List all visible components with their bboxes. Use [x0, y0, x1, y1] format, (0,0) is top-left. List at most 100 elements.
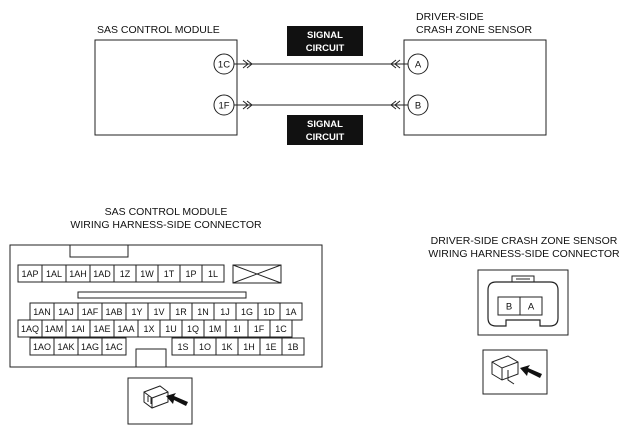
- sensor-pin-a-label: A: [528, 302, 535, 313]
- terminal-chevron-icon: [242, 59, 253, 69]
- pin-label-a: A: [415, 60, 422, 71]
- sas-pin-label: 1AE: [93, 324, 110, 334]
- sas-pin-1h: 1H: [237, 337, 261, 356]
- sas-pin-1x: 1X: [137, 319, 161, 338]
- sensor-label-line2: CRASH ZONE SENSOR: [416, 24, 533, 36]
- sas-pin-label: 1AB: [105, 307, 122, 317]
- schematic: SAS CONTROL MODULE DRIVER-SIDE CRASH ZON…: [94, 11, 547, 145]
- sas-connector-title-2: WIRING HARNESS-SIDE CONNECTOR: [70, 219, 262, 231]
- sas-pin-1aq: 1AQ: [17, 319, 43, 338]
- sas-pin-1t: 1T: [157, 264, 181, 283]
- sas-pin-label: 1Y: [131, 307, 142, 317]
- sas-pin-1ag: 1AG: [77, 337, 103, 356]
- sensor-connector-title-2: WIRING HARNESS-SIDE CONNECTOR: [428, 248, 620, 260]
- sas-pin-label: 1I: [233, 324, 241, 334]
- sas-pin-1an: 1AN: [29, 302, 55, 321]
- sas-pin-label: 1U: [165, 324, 177, 334]
- sas-pin-label: 1D: [263, 307, 275, 317]
- sas-pin-1g: 1G: [235, 302, 259, 321]
- sas-pin-label: 1AI: [71, 324, 85, 334]
- svg-text:CIRCUIT: CIRCUIT: [306, 43, 345, 54]
- sas-pin-1i: 1I: [225, 319, 249, 338]
- sas-pin-label: 1AM: [45, 324, 64, 334]
- sas-pin-1f: 1F: [247, 319, 271, 338]
- sas-connector-divider: [77, 291, 247, 299]
- sas-pin-label: 1A: [285, 307, 296, 317]
- pin-label-b: B: [415, 101, 421, 112]
- sas-pin-label: 1W: [140, 269, 154, 279]
- sas-pin-label: 1AL: [46, 269, 62, 279]
- pin-label-1c: 1C: [218, 60, 230, 71]
- sas-pin-label: 1E: [265, 342, 276, 352]
- pin-label-1f: 1F: [218, 101, 229, 112]
- sas-pin-label: 1O: [199, 342, 211, 352]
- sas-pin-label: 1R: [175, 307, 187, 317]
- sas-pin-label: 1T: [164, 269, 175, 279]
- sas-pin-1am: 1AM: [41, 319, 67, 338]
- sas-pin-1ab: 1AB: [101, 302, 127, 321]
- sas-pin-label: 1X: [143, 324, 154, 334]
- svg-text:SIGNAL: SIGNAL: [307, 119, 343, 130]
- sas-module-box: [94, 39, 238, 136]
- terminal-chevron-icon: [390, 100, 401, 110]
- sas-pin-1q: 1Q: [181, 319, 205, 338]
- sas-pin-label: 1AD: [93, 269, 111, 279]
- signal-circuit-badge-bottom: SIGNAL CIRCUIT: [287, 115, 363, 145]
- sas-pin-1n: 1N: [191, 302, 215, 321]
- sas-pin-label: 1AN: [33, 307, 51, 317]
- insertion-arrow-icon: [166, 393, 188, 406]
- sas-pin-label: 1M: [209, 324, 222, 334]
- sas-pin-1ac: 1AC: [101, 337, 127, 356]
- svg-text:SIGNAL: SIGNAL: [307, 30, 343, 41]
- sas-pin-label: 1AF: [82, 307, 99, 317]
- sas-pin-1a: 1A: [279, 302, 303, 321]
- sas-pin-1d: 1D: [257, 302, 281, 321]
- sas-pin-label: 1Q: [187, 324, 199, 334]
- sensor-label-line1: DRIVER-SIDE: [416, 11, 484, 23]
- blank-pin-cross-icon: [232, 264, 282, 284]
- sas-pin-1ak: 1AK: [53, 337, 79, 356]
- sas-pin-1aa: 1AA: [113, 319, 139, 338]
- sas-pin-1p: 1P: [179, 264, 203, 283]
- sensor-module-box: [403, 39, 547, 136]
- harness-plug-icon: [482, 349, 548, 395]
- sas-pin-1o: 1O: [193, 337, 217, 356]
- sas-pin-label: 1AH: [69, 269, 87, 279]
- sas-pin-label: 1AO: [33, 342, 51, 352]
- sas-pin-label: 1S: [177, 342, 188, 352]
- sas-pin-1z: 1Z: [113, 264, 137, 283]
- sas-pin-label: 1N: [197, 307, 209, 317]
- sas-pin-1ae: 1AE: [89, 319, 115, 338]
- sas-pin-1aj: 1AJ: [53, 302, 79, 321]
- sas-connector-bottom-key: [135, 348, 167, 368]
- sas-pin-label: 1F: [254, 324, 265, 334]
- sas-pin-1s: 1S: [171, 337, 195, 356]
- svg-text:CIRCUIT: CIRCUIT: [306, 132, 345, 143]
- sensor-connector: DRIVER-SIDE CRASH ZONE SENSOR WIRING HAR…: [428, 235, 620, 336]
- terminal-chevron-icon: [242, 100, 253, 110]
- sas-pin-1w: 1W: [135, 264, 159, 283]
- sas-pin-label: 1L: [208, 269, 218, 279]
- sas-pin-label: 1B: [287, 342, 298, 352]
- sas-pin-label: 1K: [221, 342, 232, 352]
- sensor-connector-latch: [511, 275, 535, 282]
- sas-pin-label: 1AP: [21, 269, 38, 279]
- sas-pin-1y: 1Y: [125, 302, 149, 321]
- terminal-chevron-icon: [390, 59, 401, 69]
- sas-pin-1j: 1J: [213, 302, 237, 321]
- signal-circuit-badge-top: SIGNAL CIRCUIT: [287, 26, 363, 56]
- sas-pin-1b: 1B: [281, 337, 305, 356]
- sensor-pin-a-cell: [519, 296, 543, 316]
- sas-pin-1ad: 1AD: [89, 264, 115, 283]
- sas-pin-1l: 1L: [201, 264, 225, 283]
- sas-pin-1ai: 1AI: [65, 319, 91, 338]
- sas-pin-label: 1C: [275, 324, 287, 334]
- sas-pin-label: 1V: [153, 307, 164, 317]
- sas-pin-label: 1Z: [120, 269, 131, 279]
- sas-pin-label: 1AC: [105, 342, 123, 352]
- insertion-arrow-icon: [520, 365, 542, 378]
